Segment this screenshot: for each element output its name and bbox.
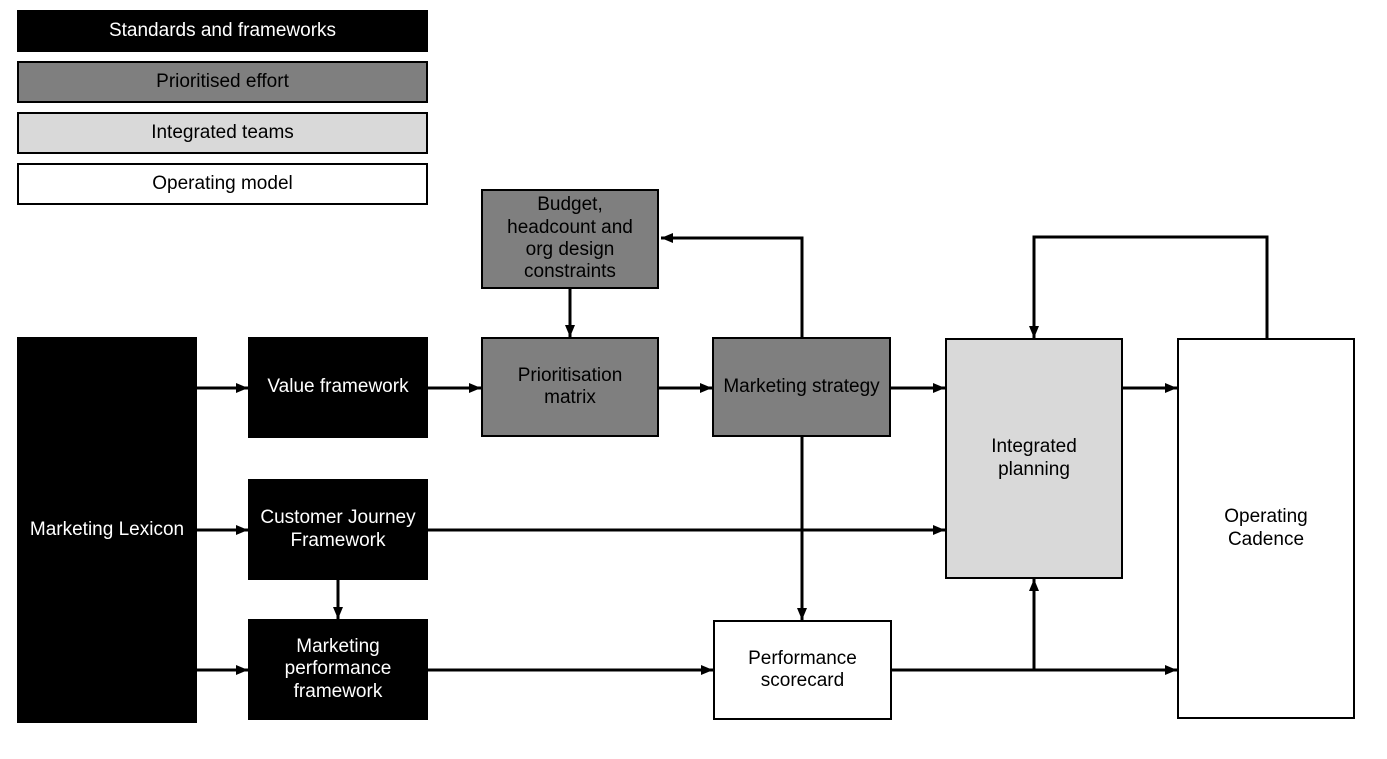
node-label: Marketing strategy (723, 375, 880, 397)
node-label: Integrated planning (991, 436, 1077, 480)
node-performance-scorecard: Performance scorecard (713, 620, 892, 720)
arrow-marketing-strategy-to-budget-constraints (661, 233, 804, 337)
legend-label: Operating model (152, 172, 293, 194)
legend-label: Integrated teams (151, 121, 294, 143)
node-label: Marketing performance framework (284, 635, 392, 702)
node-prioritisation-matrix: Prioritisation matrix (481, 337, 659, 437)
node-label: Customer Journey Framework (260, 507, 416, 551)
node-operating-cadence: Operating Cadence (1177, 338, 1355, 719)
arrow-operating-cadence-to-integrated-planning (1029, 235, 1269, 338)
node-label: Performance scorecard (748, 647, 857, 691)
node-marketing-lexicon: Marketing Lexicon (17, 337, 197, 723)
node-budget-headcount-org-design-constraints: Budget, headcount and org design constra… (481, 189, 659, 289)
node-integrated-planning: Integrated planning (945, 338, 1123, 579)
node-customer-journey-framework: Customer Journey Framework (248, 479, 428, 580)
legend-item-prioritised-effort: Prioritised effort (17, 61, 428, 103)
node-label: Marketing Lexicon (29, 518, 185, 540)
node-value-framework: Value framework (248, 337, 428, 438)
node-marketing-strategy: Marketing strategy (712, 337, 891, 437)
node-label: Value framework (267, 376, 409, 398)
node-label: Budget, headcount and org design constra… (507, 194, 633, 283)
legend-item-operating-model: Operating model (17, 163, 428, 205)
legend-label: Prioritised effort (156, 70, 289, 92)
legend-item-standards-and-frameworks: Standards and frameworks (17, 10, 428, 52)
legend-item-integrated-teams: Integrated teams (17, 112, 428, 154)
node-label: Prioritisation matrix (517, 364, 623, 408)
legend-label: Standards and frameworks (108, 19, 337, 41)
node-marketing-performance-framework: Marketing performance framework (248, 619, 428, 720)
node-label: Operating Cadence (1224, 506, 1308, 550)
